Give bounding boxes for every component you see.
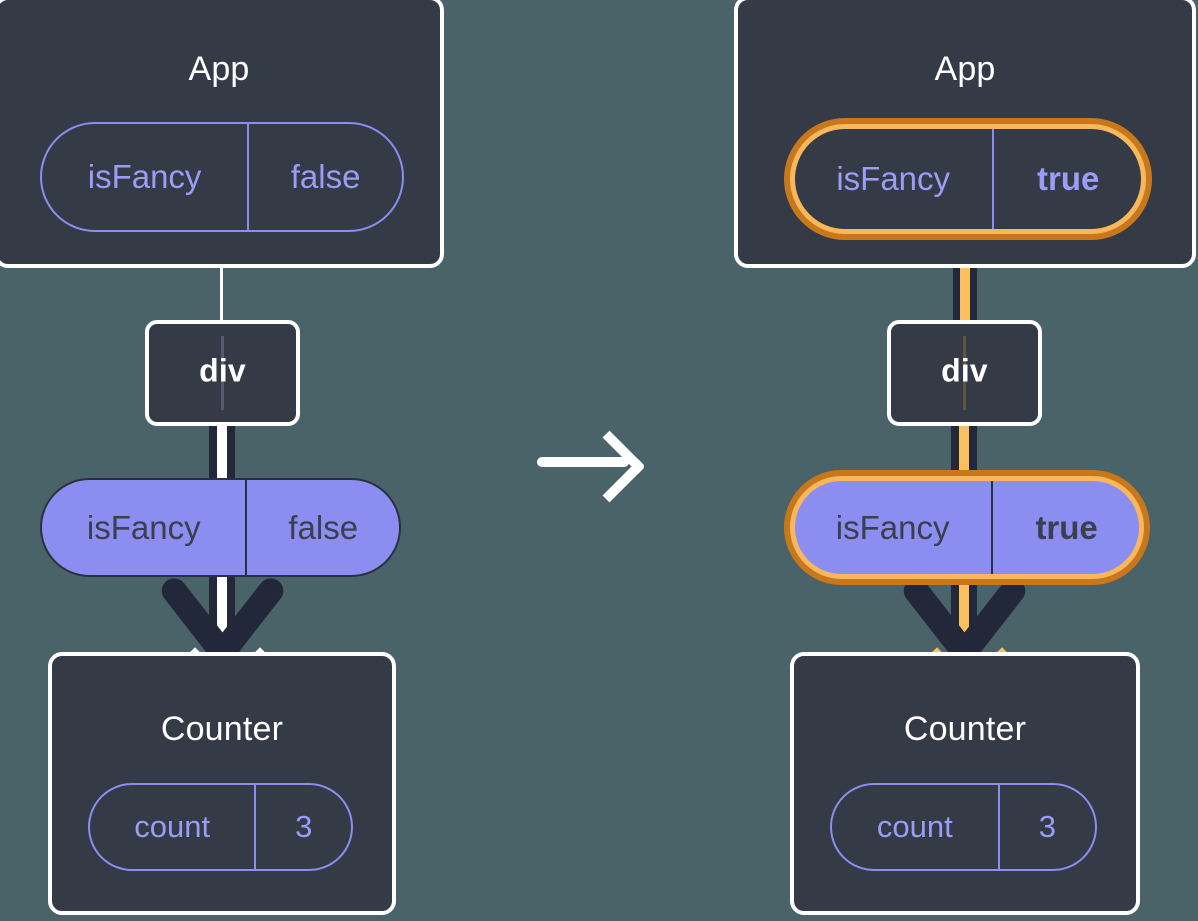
div-seam-line bbox=[221, 336, 224, 410]
div-title: div bbox=[941, 352, 988, 389]
connector-core bbox=[217, 422, 227, 482]
app-state-key: isFancy bbox=[87, 158, 202, 195]
counter-state-pill[interactable]: count 3 bbox=[830, 783, 1097, 871]
counter-state-value: 3 bbox=[997, 785, 1095, 869]
app-state-value: false bbox=[247, 124, 402, 230]
connector-core bbox=[959, 573, 969, 653]
app-title: App bbox=[188, 50, 250, 88]
counter-state-value: 3 bbox=[254, 785, 351, 869]
counter-state-pill[interactable]: count 3 bbox=[88, 783, 353, 871]
app-title: App bbox=[934, 50, 996, 88]
connector-app-to-div bbox=[220, 264, 223, 324]
div-seam-line bbox=[963, 336, 966, 410]
app-state-pill[interactable]: isFancy true bbox=[792, 126, 1144, 232]
div-element-box[interactable]: div bbox=[887, 320, 1042, 426]
counter-state-key: count bbox=[876, 809, 953, 844]
counter-title: Counter bbox=[903, 710, 1027, 748]
app-state-key: isFancy bbox=[836, 160, 951, 197]
prop-value: false bbox=[245, 480, 399, 575]
prop-key: isFancy bbox=[86, 508, 201, 546]
connector-div-to-prop bbox=[951, 422, 977, 482]
app-state-value: true bbox=[992, 128, 1142, 230]
transition-arrow-right-icon bbox=[535, 430, 646, 503]
arrow-tip bbox=[573, 430, 646, 503]
counter-title: Counter bbox=[160, 710, 284, 748]
panel-after: App isFancy true div isFancy true bbox=[698, 0, 1198, 921]
counter-state-key: count bbox=[134, 809, 211, 844]
prop-pill[interactable]: isFancy false bbox=[40, 478, 401, 577]
div-element-box[interactable]: div bbox=[145, 320, 300, 426]
prop-key: isFancy bbox=[835, 508, 950, 546]
app-state-pill[interactable]: isFancy false bbox=[40, 122, 404, 232]
prop-pill[interactable]: isFancy true bbox=[792, 478, 1142, 577]
connector-div-to-prop bbox=[209, 422, 235, 482]
connector-core bbox=[217, 573, 227, 653]
prop-value: true bbox=[991, 480, 1140, 575]
div-title: div bbox=[199, 352, 246, 389]
panel-before: App isFancy false div isFancy false bbox=[0, 0, 500, 921]
connector-core bbox=[960, 230, 970, 326]
arrow-shaft bbox=[537, 457, 629, 467]
connector-core bbox=[959, 422, 969, 482]
